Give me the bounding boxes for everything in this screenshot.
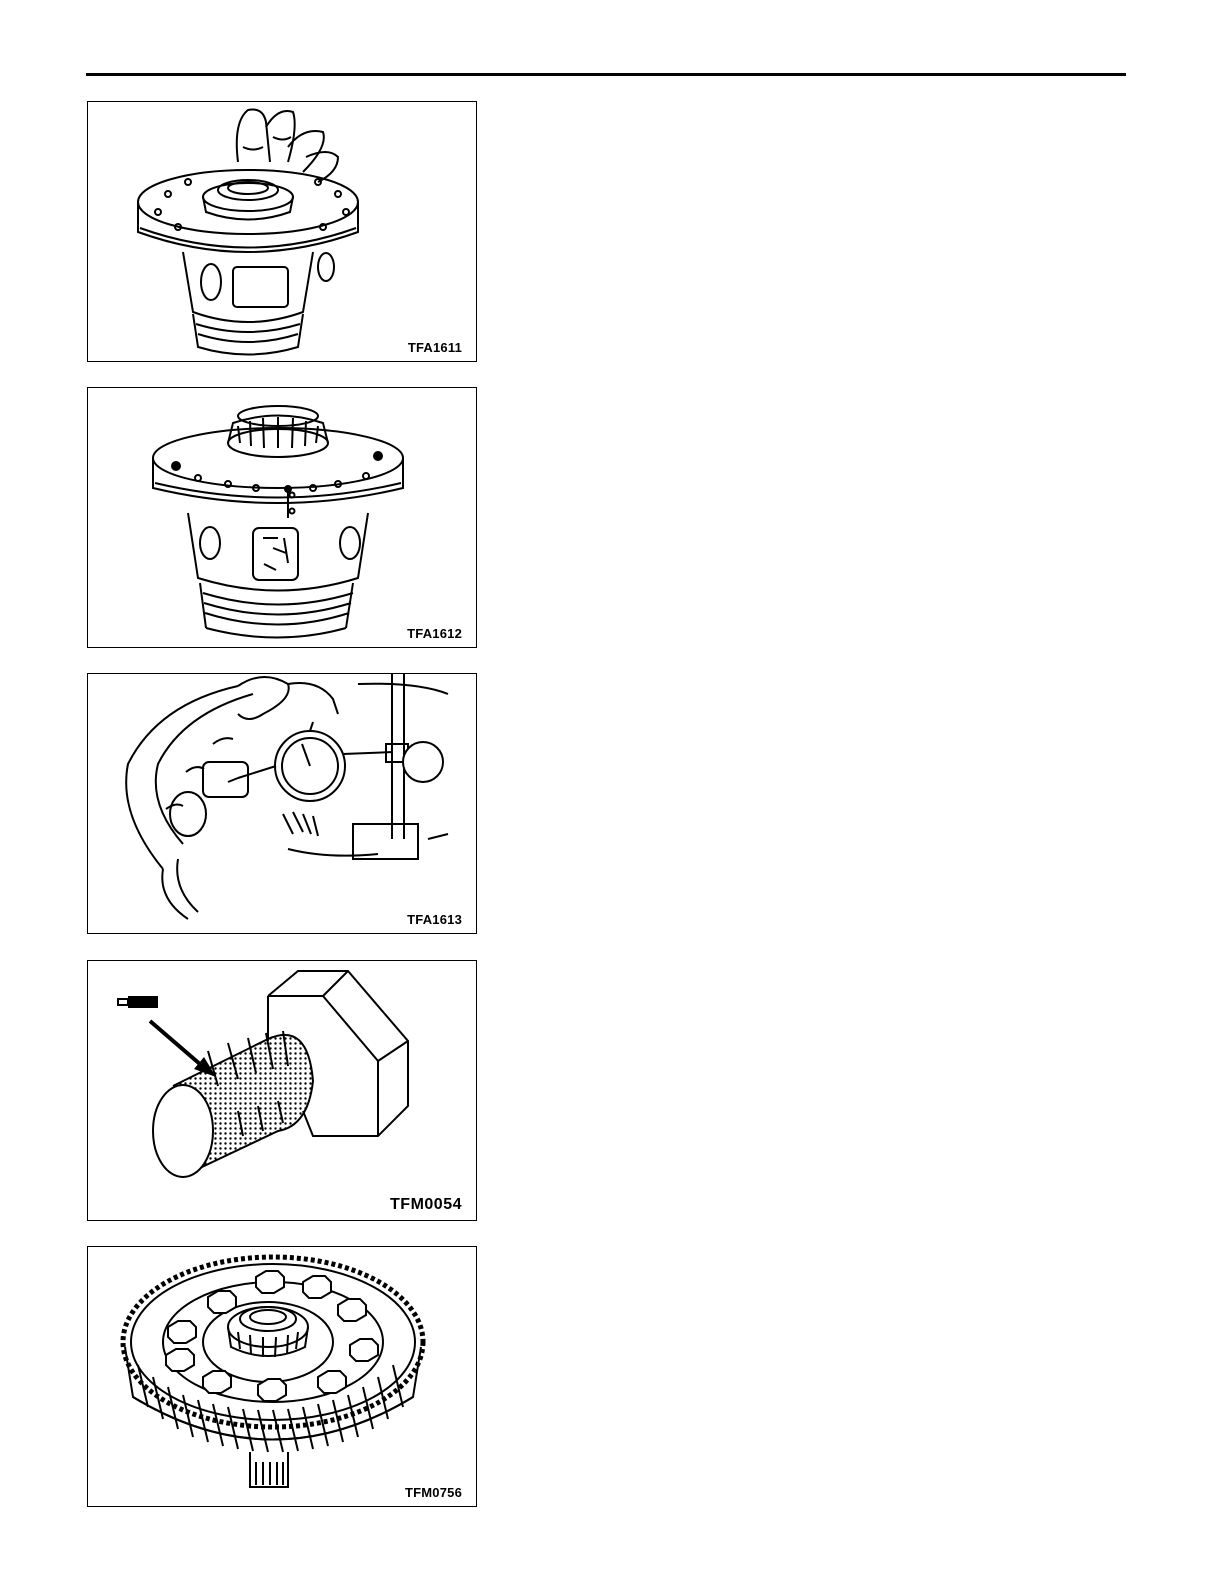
- figure-1: TFA1611: [87, 101, 477, 362]
- figure-3: TFA1613: [87, 673, 477, 934]
- figure-5-code: TFM0756: [405, 1485, 462, 1500]
- figure-5: TFM0756: [87, 1246, 477, 1507]
- figure-4: TFM0054: [87, 960, 477, 1221]
- final-drive-gear-illustration: [88, 1247, 476, 1506]
- header-rule: [86, 73, 1126, 76]
- figure-1-code: TFA1611: [408, 340, 462, 355]
- figure-3-code: TFA1613: [407, 912, 462, 927]
- differential-alignment-marks-illustration: [88, 388, 476, 647]
- figure-4-code: TFM0054: [390, 1196, 462, 1214]
- sealant-tube-icon: [118, 996, 158, 1008]
- figure-2-code: TFA1612: [407, 626, 462, 641]
- figure-2: TFA1612: [87, 387, 477, 648]
- differential-bearing-illustration: [88, 102, 476, 361]
- dial-indicator-backlash-illustration: [88, 674, 476, 933]
- bolt-sealant-illustration: [88, 961, 476, 1220]
